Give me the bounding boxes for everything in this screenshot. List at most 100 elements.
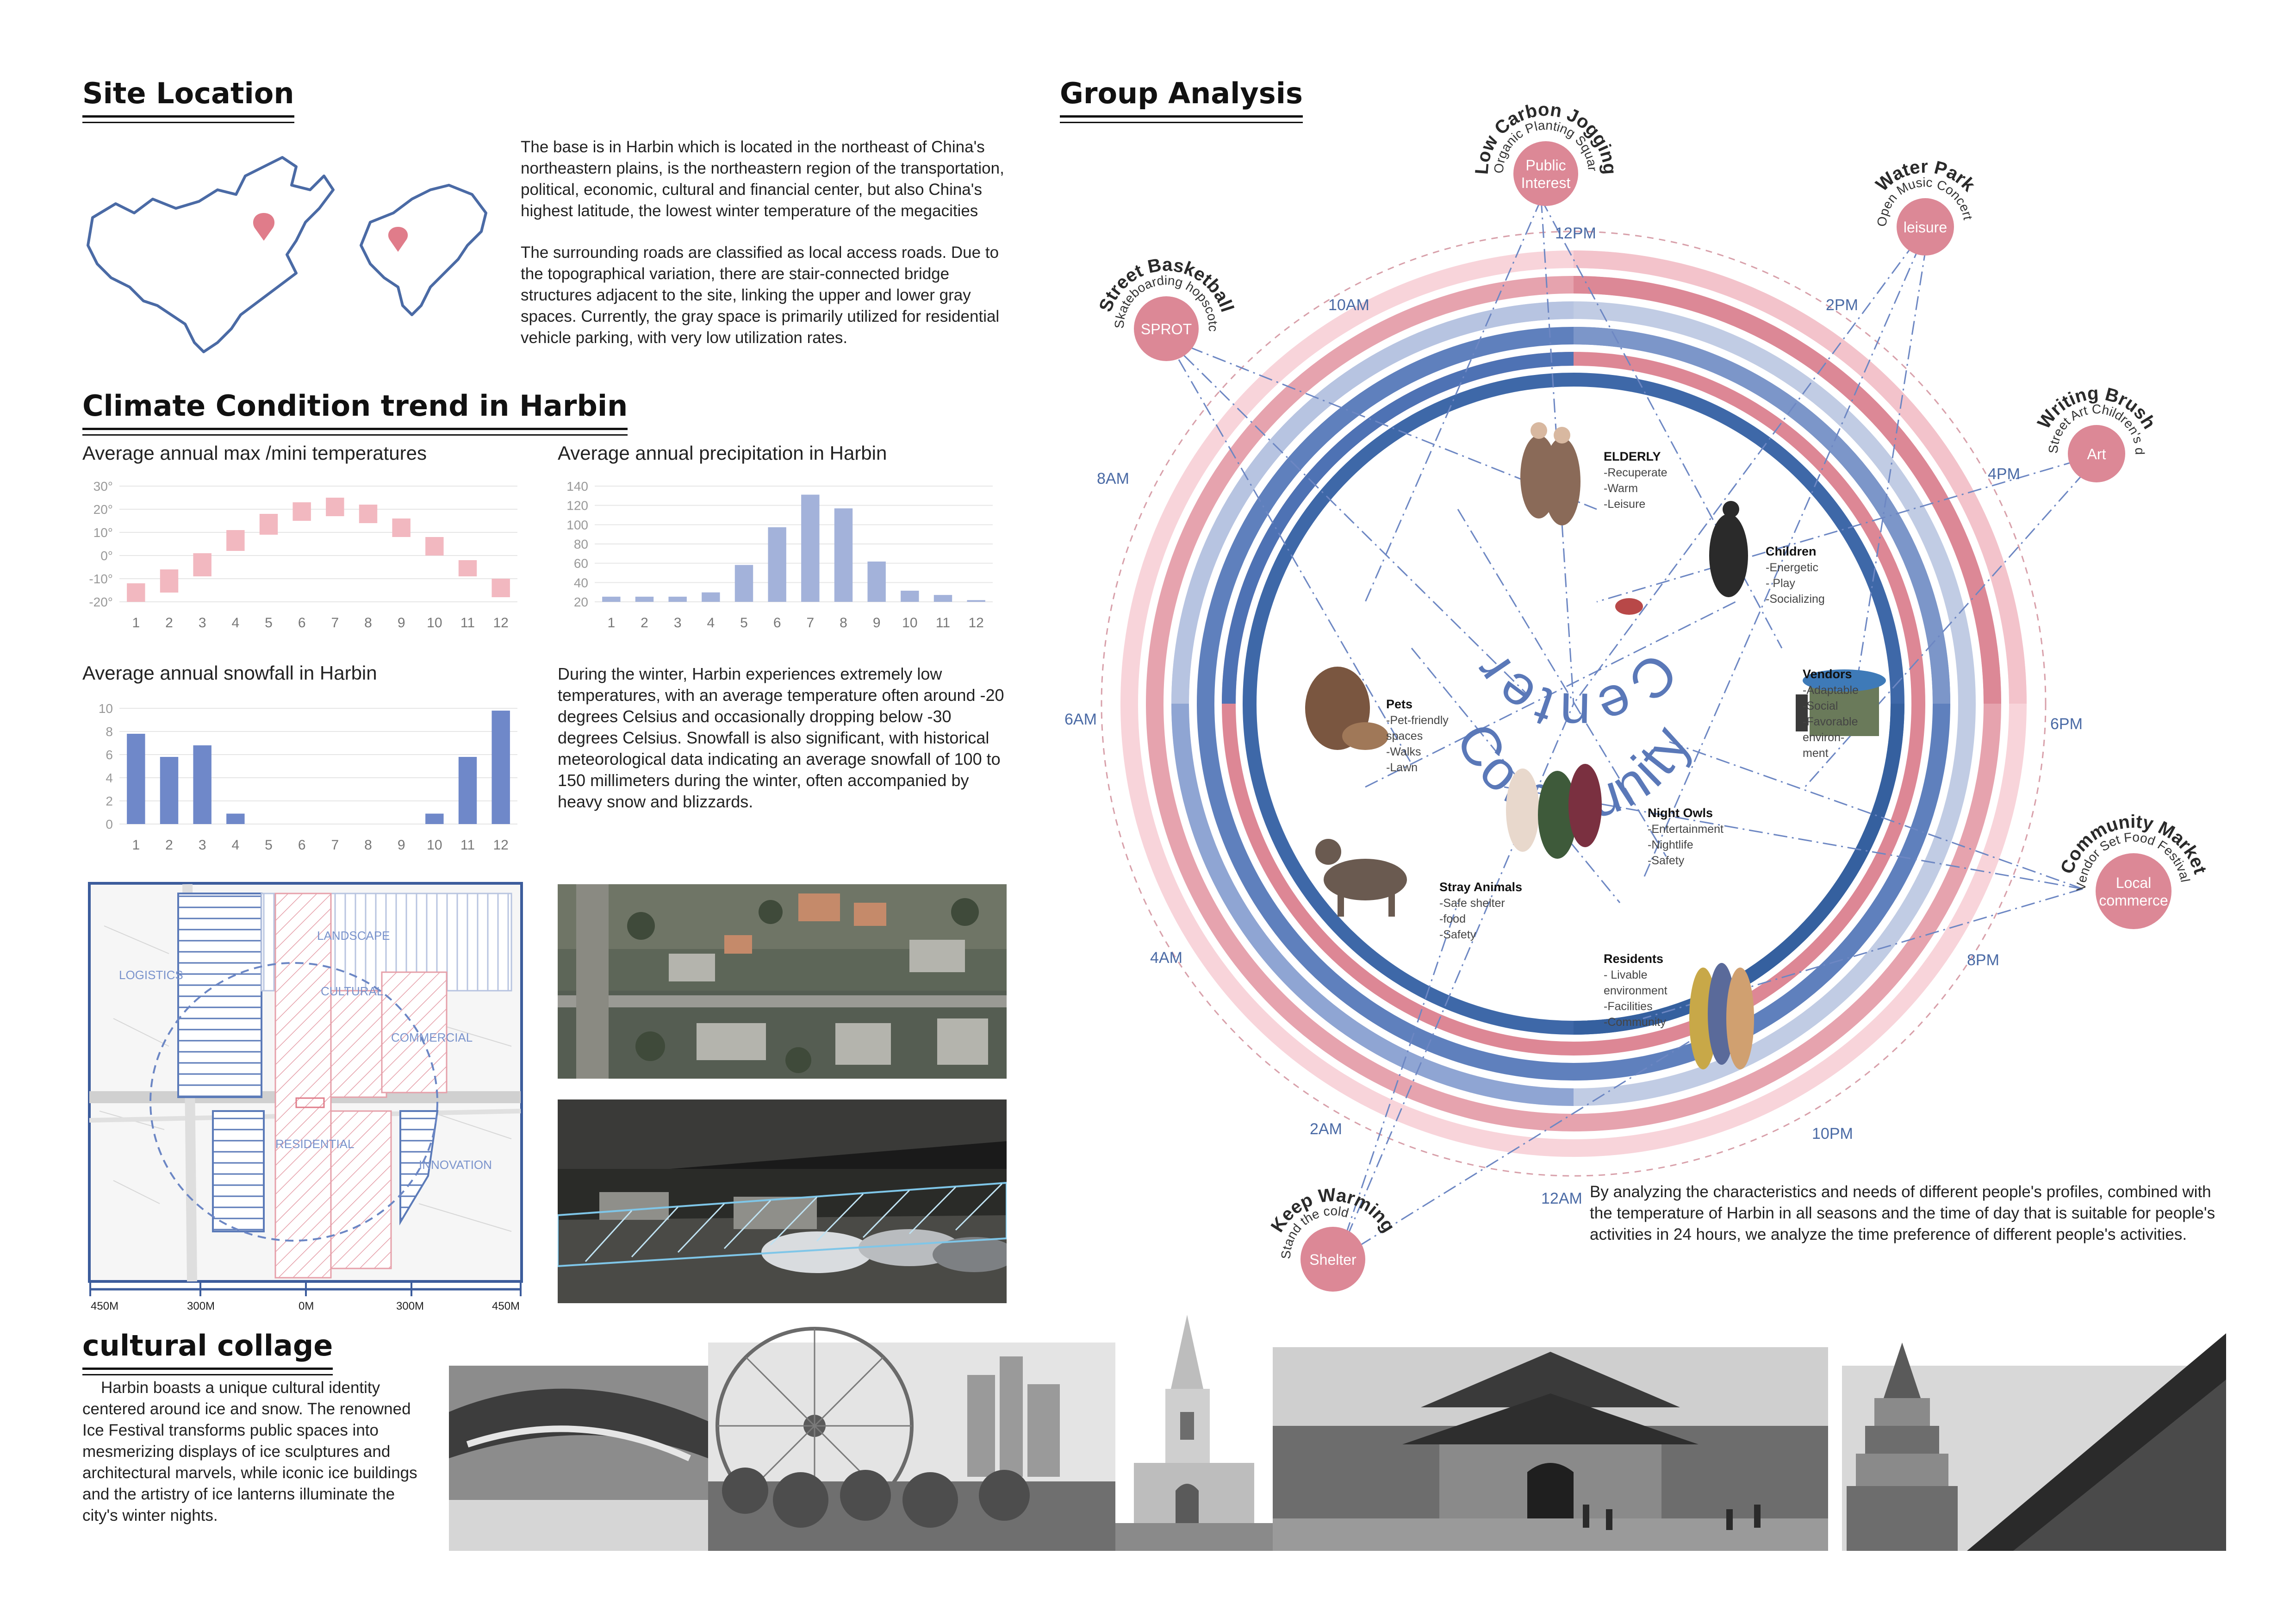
x-tick-label: 6 [773, 615, 781, 631]
bar-month-11 [933, 595, 952, 602]
bar-month-3 [193, 553, 212, 576]
group-name: Vendors [1803, 667, 1852, 681]
x-tick-label: 5 [265, 615, 273, 631]
group-analysis-title: Group Analysis [1060, 76, 1303, 123]
x-tick-label: 5 [740, 615, 748, 631]
temperature-chart-title: Average annual max /mini temperatures [82, 442, 427, 464]
bar-month-1 [127, 734, 145, 824]
site-location-text: The base is in Harbin which is located i… [521, 137, 1009, 369]
snowfall-chart-title: Average annual snowfall in Harbin [82, 662, 377, 684]
group-need: environment [1604, 984, 1668, 997]
bar-month-8 [359, 505, 378, 523]
group-name: Residents [1604, 952, 1663, 966]
group-need: -Recuperate [1604, 466, 1668, 479]
children-figure [1615, 501, 1748, 615]
bar-month-12 [967, 600, 985, 602]
bar-month-4 [226, 530, 245, 551]
group-need: -Facilities [1604, 1000, 1653, 1013]
group-2: Children-Energetic- Play-Socializing [1766, 544, 1825, 606]
group-need: -Safety [1439, 928, 1476, 941]
x-tick-label: 1 [607, 615, 615, 631]
hour-2pm: 2PM [1826, 296, 1858, 314]
zone-innovation: INNOVATION [419, 1158, 492, 1172]
zone-landscape: LANDSCAPE [317, 929, 390, 943]
scale-label-5: 450M [492, 1300, 520, 1312]
x-tick-label: 12 [493, 615, 508, 631]
node-arc-title: Water Park [1872, 156, 1979, 196]
x-tick-label: 4 [231, 837, 239, 853]
vendors-figure [1796, 669, 1886, 736]
ferris-wheel-image [708, 1315, 1273, 1551]
x-tick-label: 10 [902, 615, 917, 631]
x-tick-label: 1 [132, 837, 140, 853]
group-need: -Lawn [1386, 761, 1418, 774]
bar-month-8 [834, 508, 853, 602]
y-tick-label: 80 [574, 537, 588, 551]
hour-8pm: 8PM [1967, 951, 1999, 969]
hour-4am: 4AM [1150, 949, 1182, 967]
y-tick-label: 10 [99, 701, 113, 716]
x-tick-label: 3 [199, 837, 206, 853]
node-arc-subtitle: Skateboarding hopscotch [1041, 93, 1220, 332]
x-tick-label: 12 [493, 837, 508, 853]
group-need: -Socializing [1766, 593, 1825, 606]
bar-month-6 [768, 527, 786, 602]
zone-commercial: COMMERCIAL [391, 1031, 473, 1044]
pets-figure [1305, 667, 1388, 750]
node-label: Local [2116, 874, 2152, 891]
y-tick-label: -10° [89, 572, 113, 586]
group-name: Stray Animals [1439, 880, 1522, 894]
bar-month-10 [425, 813, 444, 824]
group-need: -Pet-friendly [1386, 714, 1449, 727]
x-tick-label: 10 [427, 837, 442, 853]
precipitation-chart-title: Average annual precipitation in Harbin [558, 442, 887, 464]
group-6: Stray Animals-Safe shelter-food-Safety [1439, 880, 1522, 941]
x-tick-label: 2 [641, 615, 648, 631]
x-tick-label: 11 [460, 837, 475, 853]
x-tick-label: 9 [873, 615, 881, 631]
group-need: - Play [1766, 577, 1795, 590]
site-location-title: Site Location [82, 76, 294, 123]
stray-cat-figure [1315, 839, 1407, 917]
scale-label-1: 450M [91, 1300, 119, 1312]
group-need: -Safety [1648, 854, 1685, 867]
y-tick-label: 6 [106, 748, 113, 762]
scale-label-4: 300M [396, 1300, 424, 1312]
x-tick-label: 11 [936, 615, 950, 631]
group-need: -Walks [1386, 745, 1421, 758]
x-tick-label: 9 [398, 615, 405, 631]
node-label: Interest [1521, 175, 1571, 191]
elderly-figure [1520, 422, 1580, 525]
bar-month-5 [259, 514, 278, 535]
hour-4pm: 4PM [1988, 465, 2020, 483]
group-need: -Leisure [1604, 498, 1645, 511]
group-need: ment [1803, 747, 1829, 760]
x-tick-label: 6 [298, 615, 306, 631]
y-tick-label: 10° [93, 525, 113, 540]
group-need: -Entertainment [1648, 823, 1724, 836]
y-tick-label: 0 [106, 817, 113, 831]
zone-logistics: LOGISTICS [119, 968, 183, 982]
cultural-collage-images [449, 1315, 2226, 1551]
bar-month-1 [127, 583, 145, 602]
hour-12pm: 12PM [1555, 225, 1596, 242]
site-location-paragraph-2: The surrounding roads are classified as … [521, 244, 1000, 347]
hour-10pm: 10PM [1812, 1125, 1853, 1143]
node-label: Shelter [1309, 1251, 1356, 1268]
bar-month-3 [668, 596, 687, 602]
pagoda-image [1842, 1333, 2226, 1551]
residents-figure [1689, 963, 1754, 1069]
bar-month-5 [734, 565, 753, 602]
x-tick-label: 5 [265, 837, 273, 853]
hour-2am: 2AM [1310, 1120, 1342, 1138]
y-tick-label: 120 [566, 499, 588, 513]
y-tick-label: 0° [100, 549, 113, 563]
night-owls-figure [1506, 764, 1602, 859]
x-tick-label: 2 [165, 615, 173, 631]
node-label: leisure [1904, 219, 1947, 236]
